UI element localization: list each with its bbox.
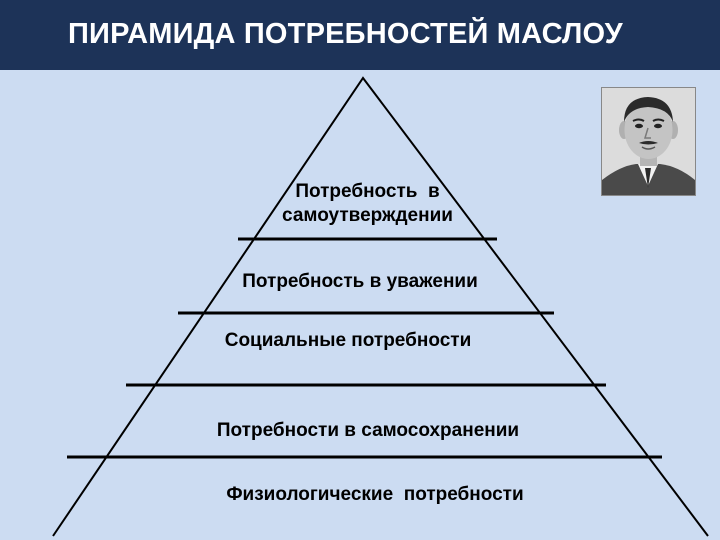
portrait-drawing [602,88,695,195]
person-portrait-icon [601,87,696,196]
tier-self-actualization-label: Потребность в самоутверждении [282,181,453,226]
tier-physiological-label: Физиологические потребности [226,484,524,505]
tier-esteem-label: Потребность в уважении [242,271,478,292]
slide-title: ПИРАМИДА ПОТРЕБНОСТЕЙ МАСЛОУ [68,18,623,50]
pyramid-outline [52,76,709,537]
tier-safety-label: Потребности в самосохранении [216,420,520,441]
tier-social-label: Социальные потребности [224,330,472,351]
title-bar: ПИРАМИДА ПОТРЕБНОСТЕЙ МАСЛОУ [0,0,720,70]
